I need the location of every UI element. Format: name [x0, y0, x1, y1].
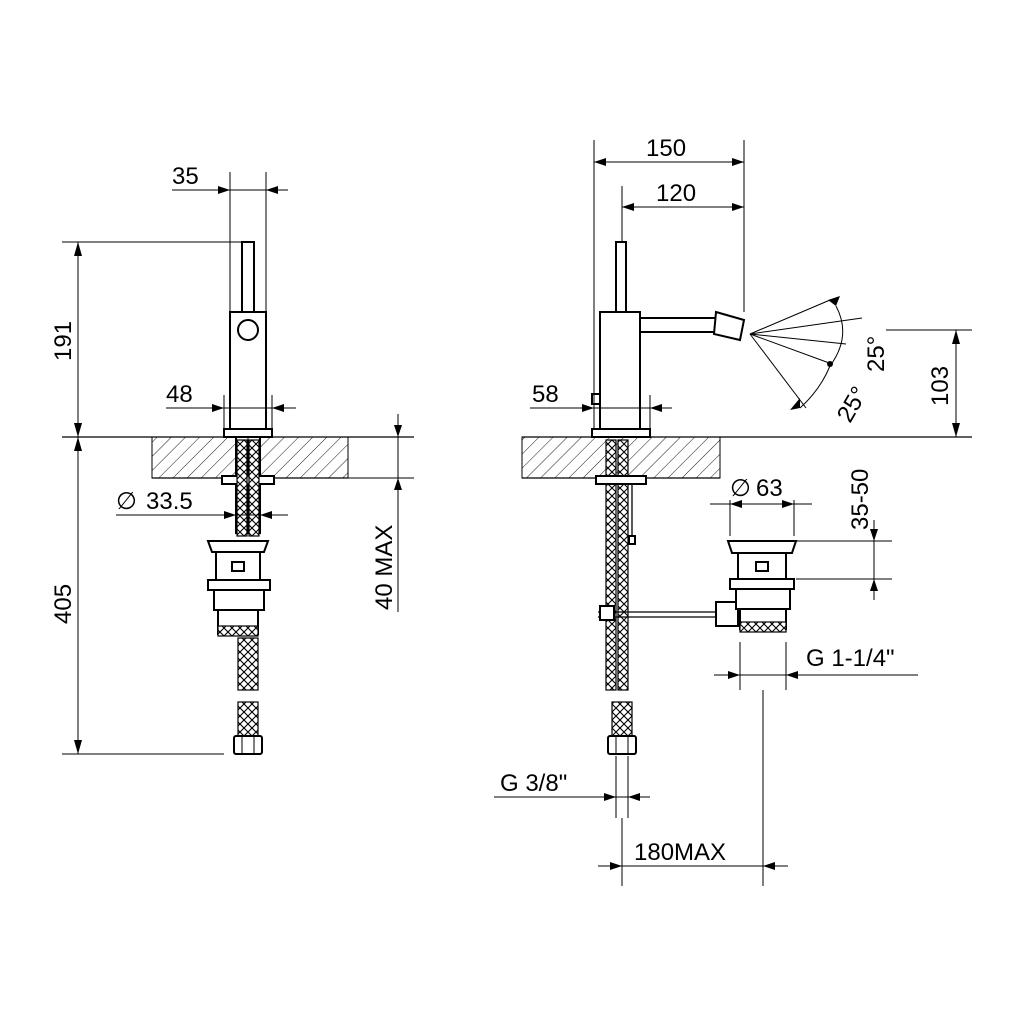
waste-cap-front: [726, 540, 798, 554]
popup-stub-front: [591, 393, 601, 405]
faucet-body-side: [229, 311, 267, 435]
lever-side: [241, 241, 255, 315]
dim-spout-height: 103: [927, 366, 954, 406]
waste-button-side: [231, 561, 245, 572]
dim-height-spout: 191: [50, 321, 77, 361]
hose-right-side: [248, 439, 260, 537]
waste-thread-front: [739, 621, 787, 633]
dim-hole-diameter: 33.5: [146, 488, 193, 515]
dim-overall-depth: 150: [646, 135, 686, 162]
hose-left-side: [236, 439, 248, 537]
dim-spout-reach: 120: [656, 180, 696, 207]
waste-cap-side: [206, 540, 270, 553]
dim-height-below: 405: [50, 584, 77, 624]
waste-nut-side: [213, 589, 265, 611]
side-view: 35 191 48 ∅ 33.5 40 MAX 405: [50, 163, 414, 755]
hose-front-left: [605, 439, 617, 691]
waste-flange-side: [207, 579, 271, 591]
waste-flange-front: [729, 578, 795, 590]
dim-max-thickness: 40 MAX: [371, 525, 398, 610]
lever-front: [615, 241, 627, 315]
hole-diameter-symbol: ∅: [116, 488, 137, 515]
rod-clamp-front: [599, 605, 615, 621]
hose-bottom-side: [237, 701, 259, 737]
lock-nut-front: [595, 475, 647, 485]
base-flange-front: [591, 428, 651, 438]
hose-lower-side: [237, 637, 259, 691]
dim-waste-adjust: 35-50: [847, 469, 874, 530]
dim-base-width: 48: [166, 381, 193, 408]
hose-fitting-side: [233, 735, 263, 755]
spray-angle-up: 25°: [863, 336, 890, 372]
lock-nut-side: [221, 475, 275, 485]
dim-max-distance: 180MAX: [634, 839, 726, 866]
pivot-nut-front: [715, 601, 739, 627]
popup-rod-end: [628, 535, 636, 545]
waste-thread-side: [217, 625, 259, 637]
cartridge-side: [237, 319, 259, 341]
front-view: 150 120 58 25° 25° 103: [494, 135, 972, 886]
waste-nut-front: [735, 588, 791, 610]
waste-button-front: [755, 561, 769, 572]
spout-front: [639, 317, 717, 333]
hose-bottom-front: [611, 701, 633, 737]
hose-fitting-front: [607, 735, 637, 755]
dim-waste-diameter: 63: [756, 475, 783, 502]
base-flange-side: [223, 428, 273, 438]
faucet-body-front: [599, 311, 641, 435]
hose-front-right: [617, 439, 629, 691]
spray-nozzle-front: [712, 310, 746, 342]
dim-waste-thread: G 1-1/4": [806, 645, 895, 672]
dim-width-top: 35: [172, 163, 199, 190]
waste-diameter-symbol: ∅: [730, 475, 751, 502]
dim-supply-thread: G 3/8": [500, 770, 567, 797]
spray-angle-down: 25°: [832, 382, 874, 427]
dim-base-offset: 58: [532, 381, 559, 408]
